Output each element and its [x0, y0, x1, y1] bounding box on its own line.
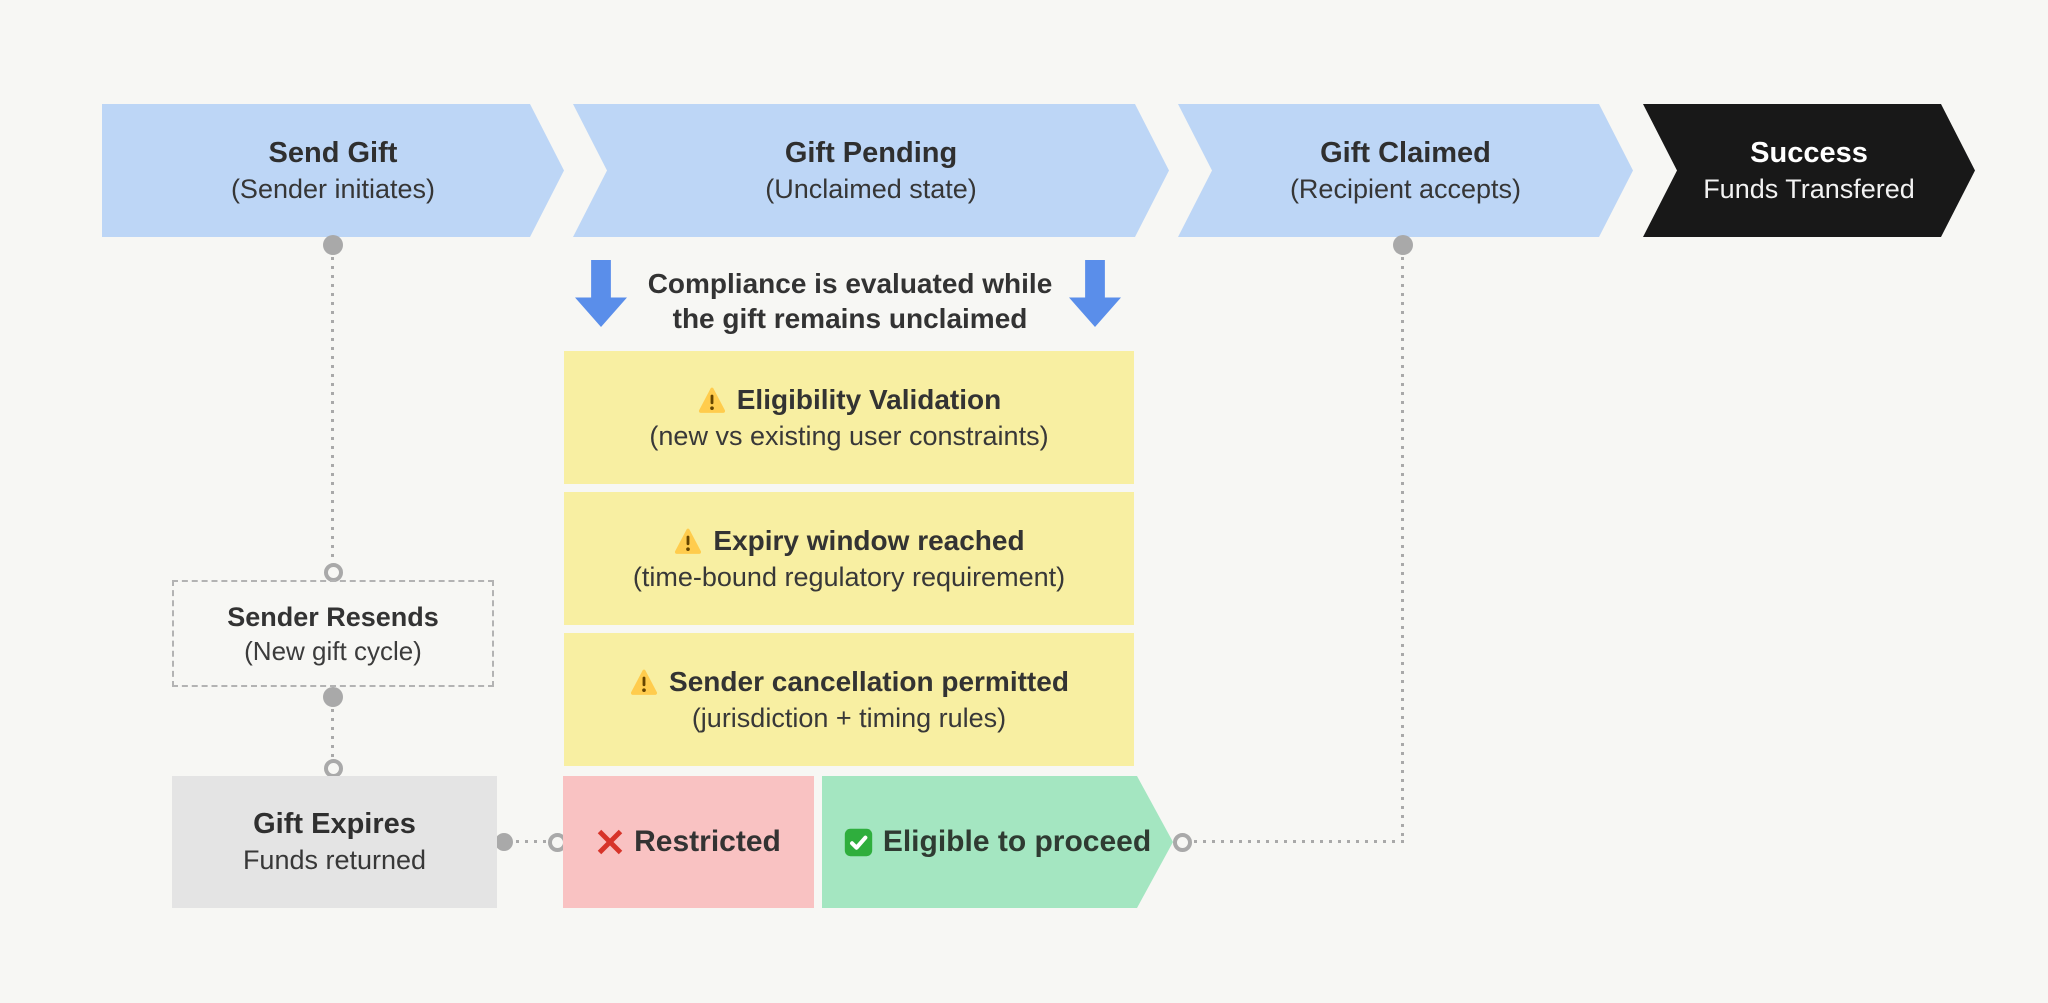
cross-icon — [596, 828, 624, 856]
restricted-label: Restricted — [634, 825, 781, 858]
stage-subtitle: (Sender initiates) — [230, 173, 436, 204]
stage-chevron-gift-claimed: Gift Claimed (Recipient accepts) — [1178, 104, 1633, 237]
eligible-arrow: Eligible to proceed — [822, 776, 1173, 908]
gift-expires-box: Gift Expires Funds returned — [172, 776, 497, 908]
resend-subtitle: (New gift cycle) — [244, 635, 422, 666]
connector-line — [1401, 257, 1404, 843]
stage-title: Send Gift — [268, 136, 398, 169]
connector-dot — [1393, 235, 1413, 255]
connector-ring — [1173, 833, 1192, 852]
check-subtitle: (time-bound regulatory requirement) — [632, 561, 1066, 592]
warning-icon — [629, 667, 659, 697]
expire-title: Gift Expires — [253, 808, 416, 840]
compliance-note: Compliance is evaluated while the gift r… — [640, 266, 1060, 336]
down-arrow-icon — [1069, 260, 1121, 327]
connector-line — [331, 709, 334, 757]
connector-line — [331, 257, 334, 562]
resend-title: Sender Resends — [227, 601, 439, 632]
warning-icon — [697, 385, 727, 415]
check-box-expiry-window: Expiry window reached (time-bound regula… — [564, 492, 1134, 625]
check-title: Expiry window reached — [713, 524, 1025, 556]
eligible-label: Eligible to proceed — [882, 825, 1152, 858]
sender-resends-box: Sender Resends (New gift cycle) — [172, 580, 494, 687]
stage-title: Success — [1750, 136, 1868, 169]
stage-title: Gift Claimed — [1320, 136, 1491, 169]
stage-title: Gift Pending — [784, 136, 958, 169]
restricted-box: Restricted — [563, 776, 814, 908]
stage-subtitle: (Recipient accepts) — [1289, 173, 1522, 204]
stage-chevron-success: Success Funds Transfered — [1643, 104, 1975, 237]
stage-subtitle: Funds Transfered — [1703, 173, 1915, 204]
check-icon — [844, 828, 873, 857]
stage-subtitle: (Unclaimed state) — [765, 173, 977, 204]
connector-dot — [495, 833, 513, 851]
connector-line — [516, 840, 550, 843]
stage-chevron-gift-pending: Gift Pending (Unclaimed state) — [573, 104, 1169, 237]
warning-icon — [673, 526, 703, 556]
compliance-note-line1: Compliance is evaluated while — [647, 268, 1053, 299]
compliance-note-line2: the gift remains unclaimed — [672, 303, 1028, 334]
expire-subtitle: Funds returned — [242, 845, 427, 875]
connector-line — [1194, 840, 1405, 843]
check-box-eligibility-validation: Eligibility Validation (new vs existing … — [564, 351, 1134, 484]
check-title: Sender cancellation permitted — [669, 665, 1069, 697]
check-subtitle: (jurisdiction + timing rules) — [691, 702, 1007, 733]
check-box-sender-cancellation: Sender cancellation permitted (jurisdict… — [564, 633, 1134, 766]
check-title: Eligibility Validation — [736, 383, 1002, 415]
check-subtitle: (new vs existing user constraints) — [649, 420, 1049, 451]
connector-dot — [323, 235, 343, 255]
stage-chevron-send-gift: Send Gift (Sender initiates) — [102, 104, 564, 237]
connector-dot — [323, 687, 343, 707]
down-arrow-icon — [575, 260, 627, 327]
